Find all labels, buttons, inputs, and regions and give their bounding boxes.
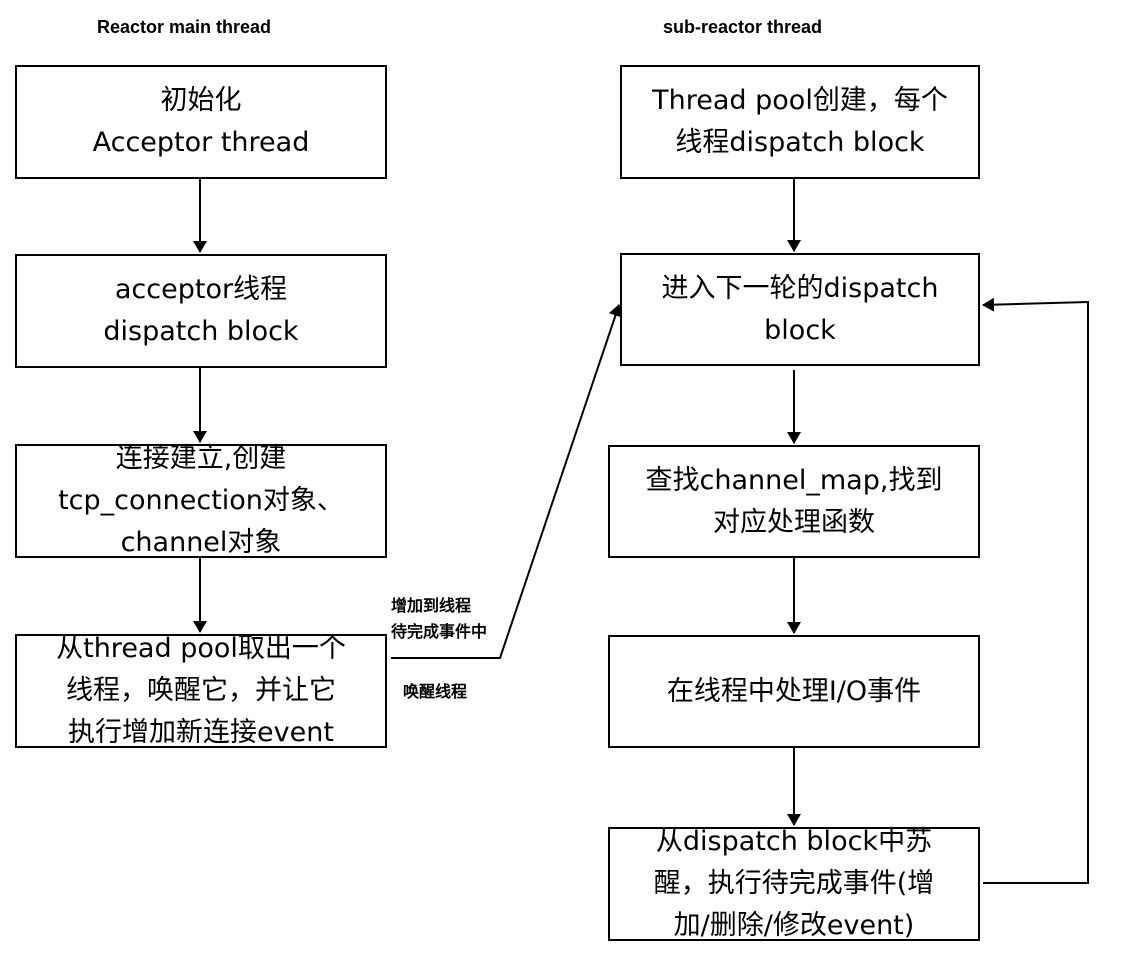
step-init: 初始化 Acceptor thread <box>15 65 387 179</box>
step-connection-created: 连接建立,创建 tcp_connection对象、 channel对象 <box>15 443 387 558</box>
step-text: 初始化 Acceptor thread <box>92 85 310 158</box>
step-text: 进入下一轮的dispatch block <box>661 272 939 346</box>
step-take-thread: 从thread pool取出一个 线程，唤醒它，并让它 执行增加新连接event <box>15 633 387 748</box>
step-handle-io: 在线程中处理I/O事件 <box>608 635 980 748</box>
step-text: 查找channel_map,找到 对应处理函数 <box>645 464 943 538</box>
edge-label-wake-thread: 唤醒线程 <box>403 682 468 701</box>
step-text: 在线程中处理I/O事件 <box>666 675 922 707</box>
step-lookup-channel-map: 查找channel_map,找到 对应处理函数 <box>608 445 980 558</box>
step-next-dispatch: 进入下一轮的dispatch block <box>620 253 980 366</box>
arrow-take-thread-to-next-dispatch <box>391 304 623 659</box>
step-text: 从thread pool取出一个 线程，唤醒它，并让它 执行增加新连接event <box>56 633 346 748</box>
edge-label-add-to-pending: 增加到线程 待完成事件中 <box>391 596 488 641</box>
step-pool-created: Thread pool创建，每个 线程dispatch block <box>620 65 980 179</box>
step-text: acceptor线程 dispatch block <box>103 274 299 347</box>
lane-title-sub: sub-reactor thread <box>663 17 823 37</box>
arrow-wake-to-next-dispatch-loop <box>982 297 1089 884</box>
step-wake-from-dispatch: 从dispatch block中苏 醒，执行待完成事件(增 加/删除/修改eve… <box>608 826 980 941</box>
step-text: 连接建立,创建 tcp_connection对象、 channel对象 <box>58 443 344 558</box>
lane-title-main: Reactor main thread <box>97 17 272 37</box>
step-text: 从dispatch block中苏 醒，执行待完成事件(增 加/删除/修改eve… <box>653 826 935 941</box>
step-text: Thread pool创建，每个 线程dispatch block <box>652 85 948 158</box>
step-acceptor-dispatch: acceptor线程 dispatch block <box>15 254 387 368</box>
